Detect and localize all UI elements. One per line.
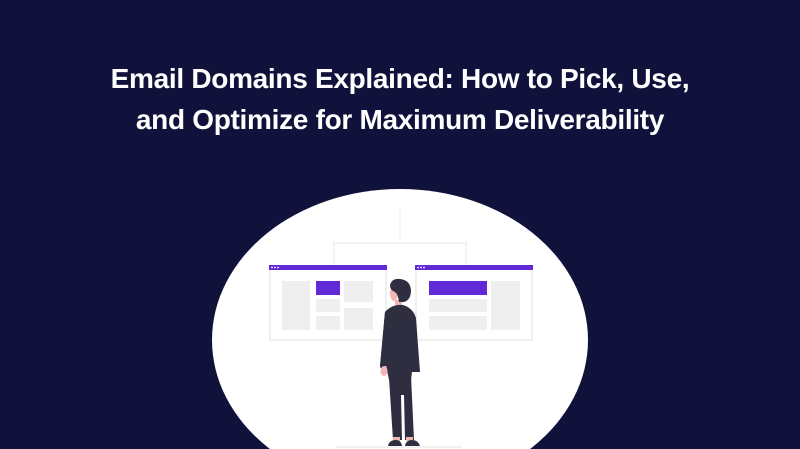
- title-line-1: Email Domains Explained: How to Pick, Us…: [110, 63, 690, 94]
- right-window-icon: [415, 265, 533, 341]
- person-icon: [380, 278, 420, 446]
- connector-lines-icon: [333, 208, 467, 265]
- left-window-icon: [269, 265, 387, 341]
- page-title: Email Domains Explained: How to Pick, Us…: [0, 58, 800, 140]
- title-line-2: and Optimize for Maximum Deliverability: [135, 104, 665, 135]
